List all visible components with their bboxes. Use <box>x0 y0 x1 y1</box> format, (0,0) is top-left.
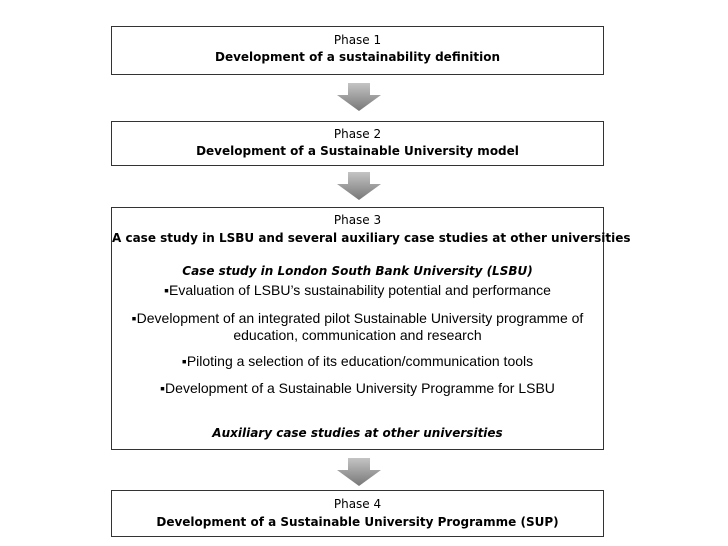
phase-1-box: Phase 1 Development of a sustainability … <box>111 26 604 75</box>
case-study-item-2: ▪Development of an integrated pilot Sust… <box>131 310 584 326</box>
phase-2-box: Phase 2 Development of a Sustainable Uni… <box>111 121 604 166</box>
phase-4-title: Development of a Sustainable University … <box>156 515 559 529</box>
phase-2-label: Phase 2 <box>333 127 382 141</box>
case-study-item-3: ▪Piloting a selection of its education/c… <box>181 353 534 369</box>
phase-2-title: Development of a Sustainable University … <box>196 144 519 158</box>
case-study-item-2-cont: education, communication and research <box>233 327 482 343</box>
case-study-heading: Case study in London South Bank Universi… <box>182 264 533 278</box>
phase-3-label: Phase 3 <box>333 213 382 227</box>
down-arrow-3 <box>337 458 381 486</box>
auxiliary-heading: Auxiliary case studies at other universi… <box>212 426 503 440</box>
phase-3-title: A case study in LSBU and several auxilia… <box>112 231 631 245</box>
phase-4-box: Phase 4 Development of a Sustainable Uni… <box>111 490 604 537</box>
phase-1-title: Development of a sustainability definiti… <box>214 50 501 64</box>
down-arrow-2 <box>337 172 381 200</box>
down-arrow-1 <box>337 83 381 111</box>
phase-1-label: Phase 1 <box>333 33 382 47</box>
case-study-item-4: ▪Development of a Sustainable University… <box>160 380 555 396</box>
case-study-item-1: ▪Evaluation of LSBU’s sustainability pot… <box>164 282 551 298</box>
phase-3-box: Phase 3 A case study in LSBU and several… <box>111 207 631 450</box>
phase-4-label: Phase 4 <box>333 497 382 511</box>
